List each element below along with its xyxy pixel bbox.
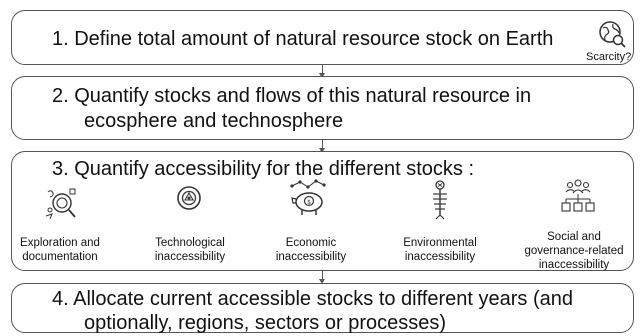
people-network-icon: [561, 179, 595, 212]
flow-arrow: [319, 271, 325, 284]
step-2-text-line1: 2. Quantify stocks and flows of this nat…: [52, 85, 532, 107]
category-label-social: Social and governance-related inaccessib…: [518, 230, 630, 272]
category-label-economic: Economic inaccessibility: [262, 236, 360, 264]
category-label-line: Environmental: [403, 237, 477, 249]
category-label-line: inaccessibility: [404, 251, 476, 263]
piggy-bank-icon: $: [290, 179, 326, 215]
step-1-text: 1. Define total amount of natural resour…: [52, 28, 554, 50]
svg-text:$: $: [307, 199, 311, 206]
category-label-environmental: Environmental inaccessibility: [394, 236, 486, 264]
step-4-text-line1: 4. Allocate current accessible stocks to…: [52, 288, 574, 310]
step-4-text-line2: optionally, regions, sectors or processe…: [84, 312, 447, 334]
category-label-line: inaccessibility: [538, 259, 610, 271]
fish-bone-icon: [433, 180, 447, 220]
step-4-box: [11, 283, 634, 333]
category-label-line: inaccessibility: [275, 251, 347, 263]
category-label-technological: Technological inaccessibility: [148, 236, 232, 264]
category-label-line: Technological: [155, 237, 225, 249]
flow-arrow: [319, 65, 325, 78]
category-label-line: documentation: [22, 251, 98, 263]
step-1-box: [11, 10, 634, 65]
category-label-line: inaccessibility: [154, 251, 226, 263]
scarcity-label: Scarcity?: [586, 51, 632, 63]
step-3-text: 3. Quantify accessibility for the differ…: [52, 158, 475, 180]
category-label-line: governance-related: [524, 245, 624, 257]
step-2-box: [11, 76, 634, 140]
category-label-line: Social and: [547, 231, 601, 243]
exploration-icon: [45, 188, 76, 220]
step-2-text-line2: ecosphere and technosphere: [84, 110, 344, 132]
technology-icon: [177, 186, 201, 210]
flow-arrow: [319, 140, 325, 153]
category-label-line: Economic: [285, 237, 337, 249]
globe-search-icon: [599, 21, 626, 48]
category-label-exploration: Exploration and documentation: [14, 236, 106, 264]
step-3-box: [11, 151, 634, 271]
category-label-line: Exploration and: [20, 237, 100, 249]
